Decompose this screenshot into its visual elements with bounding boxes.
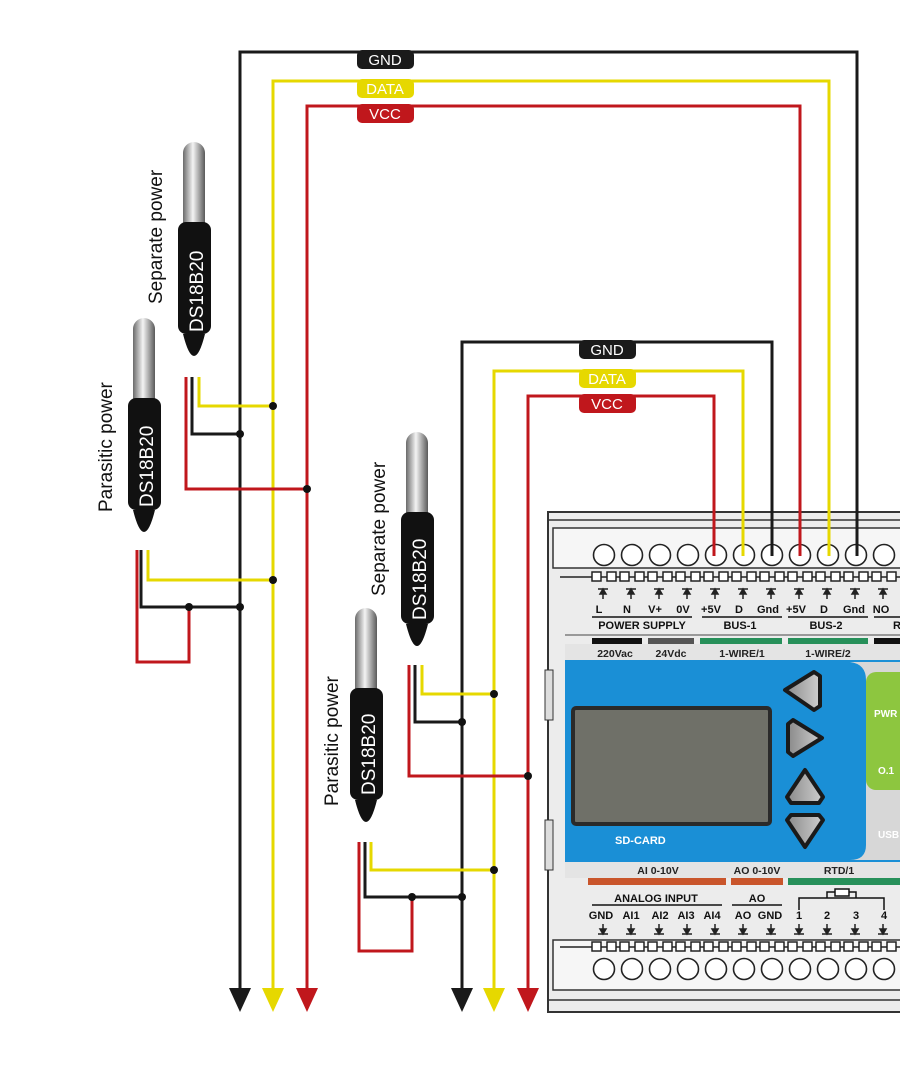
vcc-label: VCC: [591, 396, 623, 413]
bottom-terminal-label: AO: [735, 910, 752, 922]
separate-power-label: Separate power: [146, 169, 167, 304]
top-terminal-label: 0V: [676, 604, 690, 616]
bottom-pin-strip: [560, 941, 900, 952]
pwr-label: PWR: [874, 709, 898, 720]
strip-label: 24Vdc: [656, 648, 687, 660]
status-panel: [866, 672, 900, 790]
parasitic-power-label: Parasitic power: [322, 675, 343, 806]
strip-label: AI 0-10V: [637, 865, 678, 877]
strip-label: 1-WIRE/2: [805, 648, 851, 660]
sensor-parasitic-upper: DS18B20 Parasitic power: [96, 318, 161, 532]
group-power-supply: POWER SUPPLY: [598, 620, 686, 632]
group-ao: AO: [749, 893, 766, 905]
group-bus-1: BUS-1: [723, 620, 756, 632]
top-terminal-label: Gnd: [843, 604, 865, 616]
gnd-label: GND: [368, 52, 402, 69]
nav-up-button[interactable]: [785, 768, 825, 805]
top-terminal-label: D: [820, 604, 828, 616]
sensor-model-label: DS18B20: [410, 539, 431, 620]
bottom-terminal-label: 4: [881, 910, 888, 922]
usb-label: USB: [878, 830, 899, 841]
bottom-terminal-label: AI4: [703, 910, 721, 922]
group-r: R: [893, 620, 900, 632]
wire-arrows: [229, 988, 539, 1012]
bottom-terminal-arrows: [598, 924, 888, 936]
sensor-model-label: DS18B20: [137, 426, 158, 507]
bottom-terminal-label: AI3: [677, 910, 694, 922]
data-label: DATA: [366, 81, 404, 98]
sensor-separate-lower: DS18B20 Separate power: [369, 432, 434, 646]
top-terminal-label: +5V: [701, 604, 722, 616]
strip-label: RTD/1: [824, 865, 854, 877]
separate-power-label: Separate power: [369, 461, 390, 596]
bus-1-labels: GND DATA VCC: [579, 340, 636, 413]
bottom-terminal-label: GND: [758, 910, 783, 922]
sd-card-label: SD-CARD: [615, 835, 666, 847]
bus-2-wires: [238, 50, 859, 990]
parasitic-power-label: Parasitic power: [96, 381, 117, 512]
nav-left-button[interactable]: [783, 670, 822, 712]
controller-device: L N V+ 0V +5V D Gnd +5V D Gnd NO POWER S…: [544, 511, 900, 1013]
nav-buttons: [783, 670, 825, 849]
bottom-terminal-label: AI2: [651, 910, 668, 922]
bottom-terminal-label: 3: [853, 910, 859, 922]
top-terminal-label: Gnd: [757, 604, 779, 616]
junction-dots: [185, 402, 532, 901]
nav-down-button[interactable]: [785, 813, 825, 849]
bottom-terminal-label: 2: [824, 910, 830, 922]
data-label: DATA: [588, 371, 626, 388]
lcd-screen: [571, 706, 772, 826]
top-terminal-label: N: [623, 604, 631, 616]
top-terminal-label: L: [596, 604, 603, 616]
bottom-terminal-label: AI1: [622, 910, 639, 922]
group-analog-input: ANALOG INPUT: [614, 893, 698, 905]
sensor-model-label: DS18B20: [359, 714, 380, 795]
top-terminal-screws: [592, 543, 896, 567]
sensor-parasitic-lower: DS18B20 Parasitic power: [322, 608, 383, 822]
top-pin-strip: [560, 571, 900, 582]
vcc-label: VCC: [369, 106, 401, 123]
sensor-model-label: DS18B20: [187, 251, 208, 332]
bottom-terminal-screws: [592, 957, 896, 981]
nav-right-button[interactable]: [786, 718, 824, 758]
bus-2-labels: GND DATA VCC: [357, 50, 414, 123]
bottom-terminal-label: GND: [589, 910, 614, 922]
bottom-terminal-label: 1: [796, 910, 802, 922]
strip-label: AO 0-10V: [734, 865, 781, 877]
top-terminal-label: D: [735, 604, 743, 616]
gnd-label: GND: [590, 342, 624, 359]
top-terminal-label: V+: [648, 604, 662, 616]
group-bus-2: BUS-2: [809, 620, 842, 632]
sensor-separate-upper: DS18B20 Separate power: [146, 142, 211, 356]
o1-label: O.1: [878, 766, 895, 777]
strip-label: 220Vac: [597, 648, 633, 660]
top-terminal-label: NO: [873, 604, 890, 616]
top-terminal-arrows: [598, 587, 888, 599]
strip-label: 1-WIRE/1: [719, 648, 765, 660]
top-terminal-label: +5V: [786, 604, 807, 616]
